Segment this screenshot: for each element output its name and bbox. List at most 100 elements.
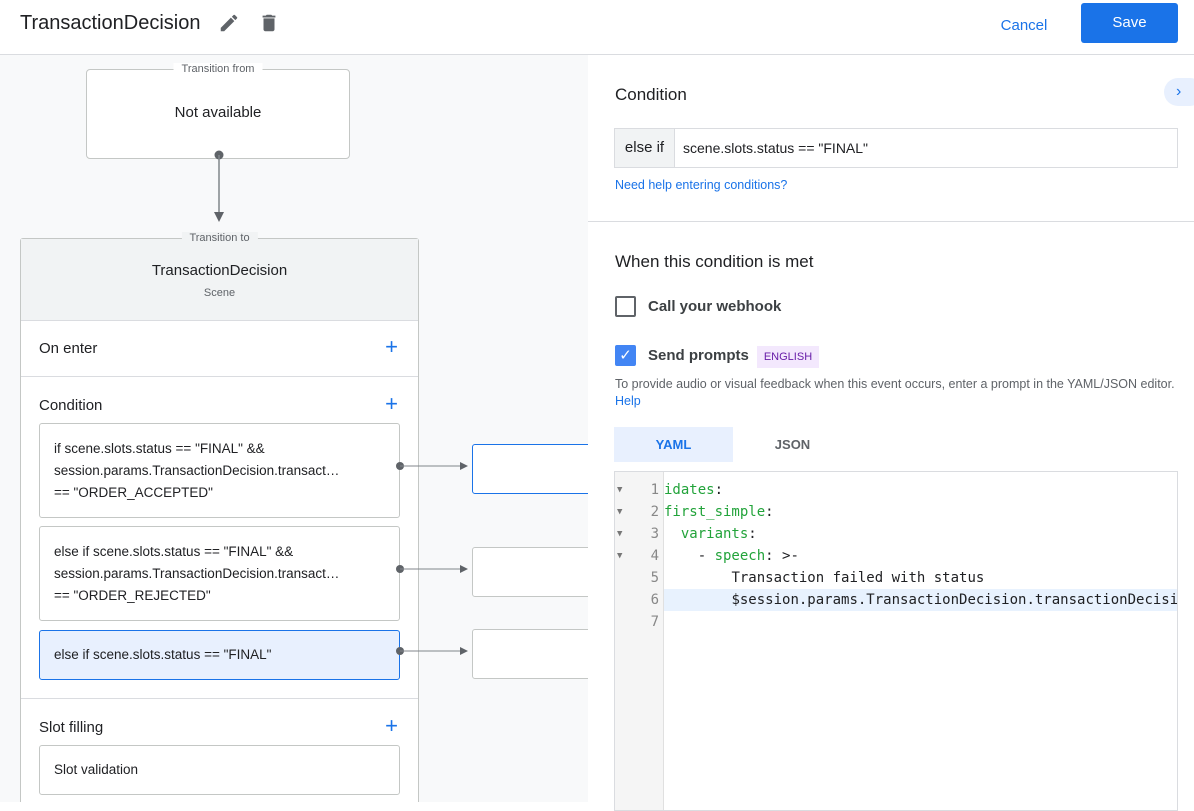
condition-item[interactable]: else if scene.slots.status == "FINAL" &&… bbox=[39, 526, 400, 621]
yaml-value: : >- bbox=[765, 548, 799, 564]
add-condition-icon[interactable]: + bbox=[385, 391, 398, 416]
fold-arrow-icon[interactable]: ▼ bbox=[617, 485, 623, 495]
chevron-right-icon[interactable]: › bbox=[1164, 78, 1194, 106]
tab-yaml[interactable]: YAML bbox=[614, 427, 733, 462]
line-number: ▼2 bbox=[615, 501, 663, 523]
condition-title: Condition bbox=[615, 85, 687, 104]
slot-filling-section: Slot filling + Slot validation bbox=[21, 699, 418, 802]
indent bbox=[664, 592, 731, 608]
yaml-key: idates bbox=[664, 482, 715, 498]
yaml-value: $session.params.TransactionDecision.tran… bbox=[731, 592, 1178, 608]
indent bbox=[664, 526, 681, 542]
condition-text: if scene.slots.status == "FINAL" && bbox=[54, 440, 265, 456]
line-number-text: 6 bbox=[650, 592, 659, 608]
condition-input[interactable] bbox=[675, 129, 1177, 167]
indent bbox=[664, 570, 731, 586]
code-line: Transaction failed with status bbox=[664, 567, 1177, 589]
condition-text: session.params.TransactionDecision.trans… bbox=[54, 462, 340, 478]
transition-from-value: Not available bbox=[174, 104, 262, 121]
condition-section: Condition + if scene.slots.status == "FI… bbox=[21, 377, 418, 699]
condition-text: else if scene.slots.status == "FINAL" && bbox=[54, 543, 294, 559]
prompt-description: To provide audio or visual feedback when… bbox=[615, 376, 1175, 410]
line-number-text: 4 bbox=[650, 548, 659, 564]
line-number: 5 bbox=[615, 567, 663, 589]
send-prompts-checkbox[interactable]: ✓ bbox=[615, 345, 636, 366]
cancel-button[interactable]: Cancel bbox=[1000, 17, 1048, 34]
code-line bbox=[664, 611, 1177, 633]
send-prompts-label: Send prompts bbox=[648, 347, 749, 364]
yaml-value: : bbox=[765, 504, 774, 520]
code-line: $session.params.TransactionDecision.tran… bbox=[664, 589, 1178, 611]
when-title: When this condition is met bbox=[615, 252, 814, 271]
pencil-icon[interactable] bbox=[218, 12, 240, 34]
line-number-text: 7 bbox=[650, 614, 659, 630]
transition-from-card: Transition from Not available bbox=[86, 63, 350, 159]
condition-text: == "ORDER_REJECTED" bbox=[54, 587, 211, 603]
code-line: first_simple: bbox=[664, 501, 1177, 523]
yaml-key: first_simple bbox=[664, 504, 766, 520]
condition-connectors bbox=[396, 462, 468, 655]
line-number: ▼3 bbox=[615, 523, 663, 545]
add-slot-icon[interactable]: + bbox=[385, 713, 398, 738]
line-number: ▼4 bbox=[615, 545, 663, 567]
condition-item[interactable]: if scene.slots.status == "FINAL" && sess… bbox=[39, 423, 400, 518]
yaml-value: : bbox=[748, 526, 757, 542]
fold-arrow-icon[interactable]: ▼ bbox=[617, 551, 623, 561]
add-on-enter-icon[interactable]: + bbox=[385, 334, 398, 359]
transition-to-label: Transition to bbox=[181, 232, 258, 244]
yaml-key: variants bbox=[680, 526, 749, 542]
code-line: variants: bbox=[664, 523, 1177, 545]
condition-target-node[interactable] bbox=[472, 444, 588, 494]
language-badge: ENGLISH bbox=[757, 346, 819, 368]
description-text: To provide audio or visual feedback when… bbox=[615, 377, 1175, 391]
webhook-label: Call your webhook bbox=[648, 298, 782, 315]
help-conditions-link[interactable]: Need help entering conditions? bbox=[615, 178, 788, 192]
page-title: TransactionDecision bbox=[20, 12, 201, 34]
scene-name: TransactionDecision bbox=[151, 262, 288, 279]
webhook-checkbox[interactable] bbox=[615, 296, 636, 317]
on-enter-section[interactable]: On enter + bbox=[21, 321, 418, 377]
line-number: 6 bbox=[615, 589, 663, 611]
slot-validation-label: Slot validation bbox=[54, 762, 139, 777]
transition-arrow bbox=[214, 150, 224, 222]
condition-prefix: else if bbox=[615, 129, 675, 167]
flow-canvas: Transition from Not available Transition… bbox=[0, 55, 588, 802]
condition-text: session.params.TransactionDecision.trans… bbox=[54, 565, 340, 581]
save-button[interactable]: Save bbox=[1081, 3, 1178, 43]
slot-validation-item[interactable]: Slot validation bbox=[39, 745, 400, 795]
trash-icon[interactable] bbox=[258, 11, 280, 35]
help-link[interactable]: Help bbox=[615, 394, 641, 408]
divider bbox=[588, 221, 1194, 222]
yaml-key: speech bbox=[714, 548, 766, 564]
code-line: idates: bbox=[664, 479, 1177, 501]
line-number-text: 2 bbox=[650, 504, 659, 520]
condition-field: else if bbox=[614, 128, 1178, 168]
condition-item-selected[interactable]: else if scene.slots.status == "FINAL" bbox=[39, 630, 400, 680]
condition-target-node[interactable] bbox=[472, 629, 588, 679]
fold-arrow-icon[interactable]: ▼ bbox=[617, 529, 623, 539]
yaml-value: Transaction failed with status bbox=[731, 570, 985, 586]
tab-json[interactable]: JSON bbox=[774, 437, 811, 452]
code-line: - speech: >- bbox=[664, 545, 1177, 567]
slot-filling-label: Slot filling bbox=[39, 719, 104, 736]
scene-type: Scene bbox=[203, 287, 236, 299]
top-bar: TransactionDecision Cancel Save bbox=[0, 0, 1194, 55]
condition-label: Condition bbox=[39, 397, 103, 414]
transition-from-label: Transition from bbox=[173, 63, 263, 75]
line-number: ▼1 bbox=[615, 479, 663, 501]
on-enter-label: On enter bbox=[39, 340, 98, 357]
condition-text: else if scene.slots.status == "FINAL" bbox=[54, 647, 272, 662]
yaml-value: : bbox=[714, 482, 724, 498]
fold-arrow-icon[interactable]: ▼ bbox=[617, 507, 623, 517]
condition-target-node[interactable] bbox=[472, 547, 588, 597]
indent: - bbox=[664, 548, 715, 564]
line-number-text: 5 bbox=[650, 570, 659, 586]
scene-header: Transition to TransactionDecision Scene bbox=[21, 232, 418, 321]
condition-text: == "ORDER_ACCEPTED" bbox=[54, 484, 213, 500]
line-number-text: 3 bbox=[650, 526, 659, 542]
scene-card: Transition to TransactionDecision Scene … bbox=[20, 232, 419, 802]
line-number-text: 1 bbox=[650, 482, 659, 498]
line-number: 7 bbox=[615, 611, 663, 633]
